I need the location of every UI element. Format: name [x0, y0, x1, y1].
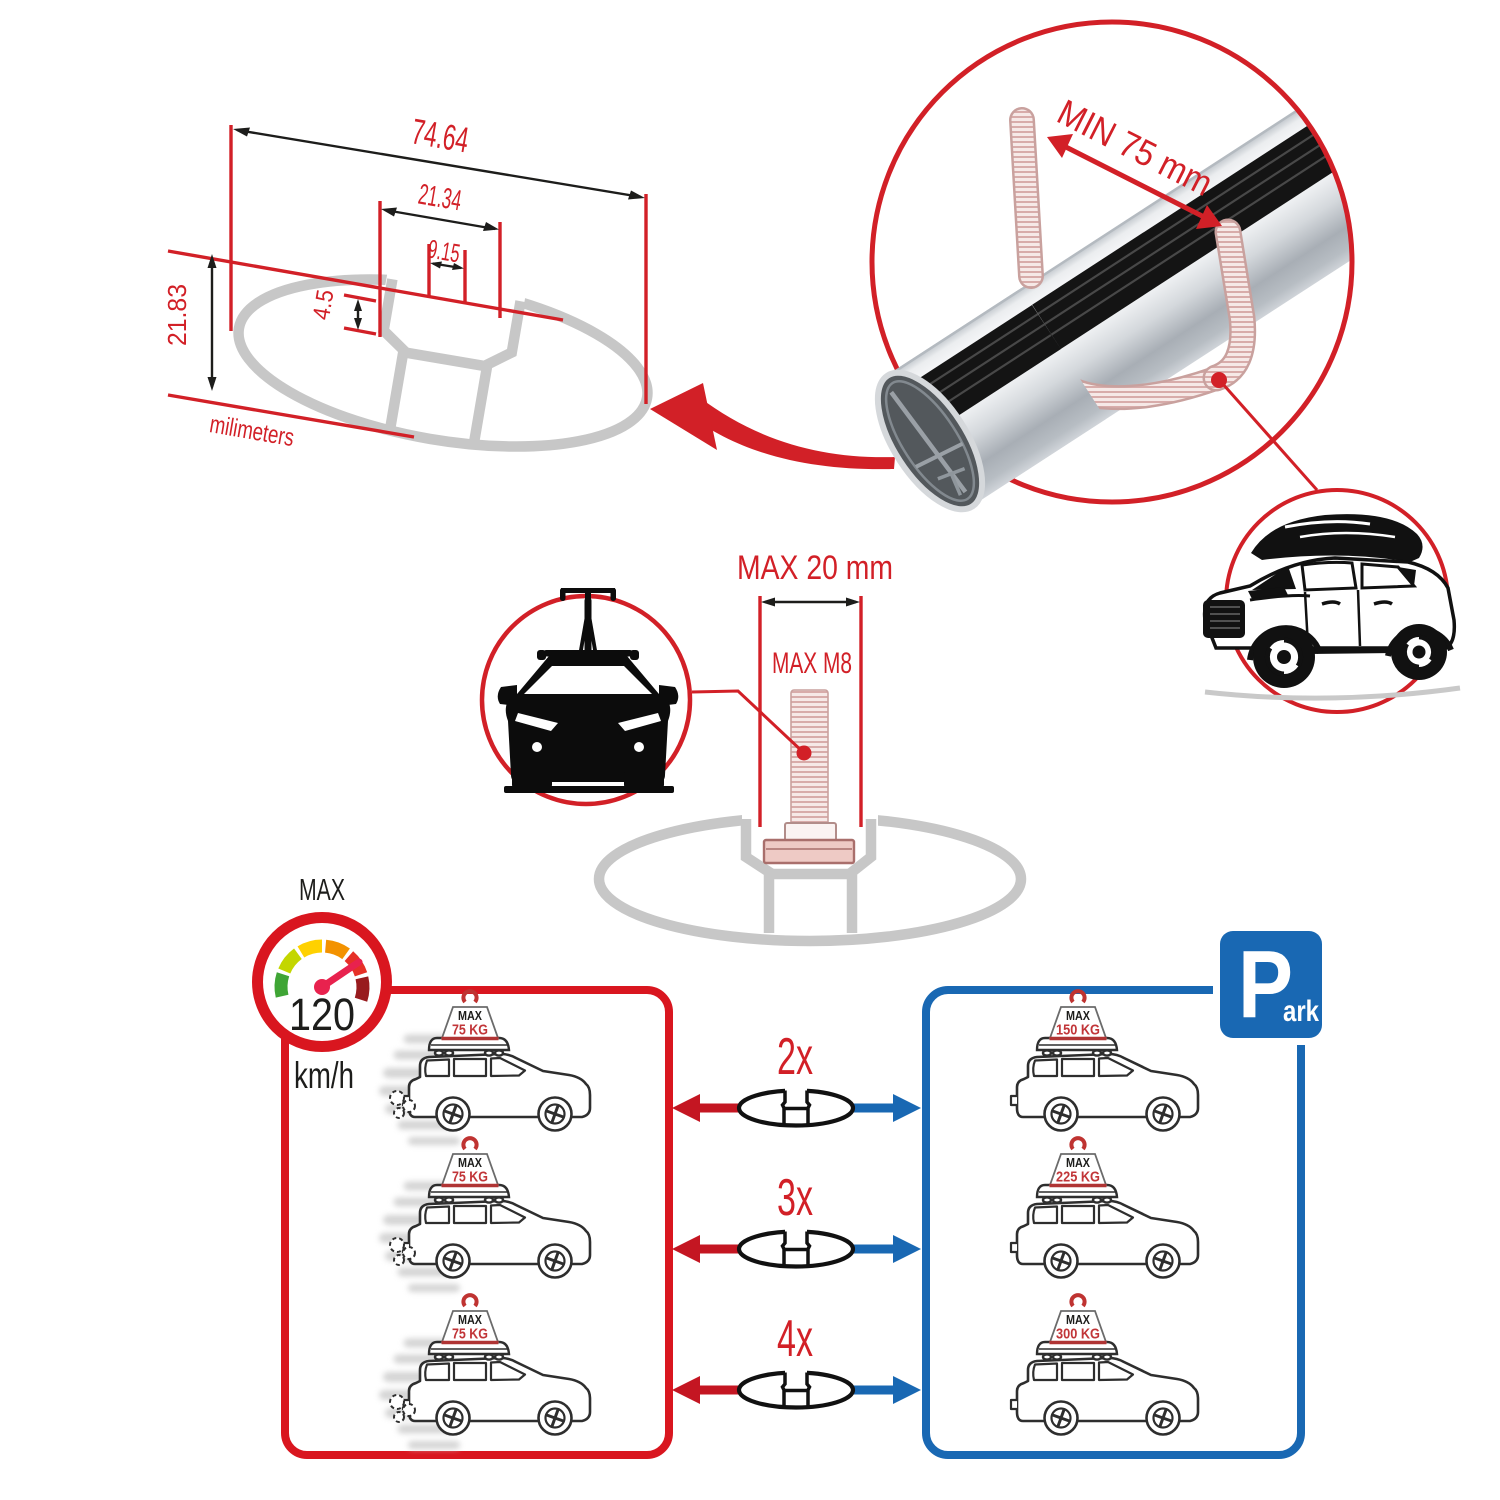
- svg-text:MAX: MAX: [299, 872, 345, 907]
- svg-text:21.83: 21.83: [162, 284, 192, 346]
- svg-text:2x: 2x: [777, 1028, 813, 1086]
- svg-text:120: 120: [289, 989, 355, 1040]
- svg-text:MAX: MAX: [458, 1313, 483, 1327]
- svg-text:MAX: MAX: [1066, 1313, 1091, 1327]
- svg-text:MAX 20 mm: MAX 20 mm: [737, 549, 893, 587]
- svg-text:4.5: 4.5: [308, 288, 340, 322]
- svg-text:MAX M8: MAX M8: [772, 647, 852, 680]
- svg-text:MAX: MAX: [458, 1156, 483, 1170]
- svg-text:75 KG: 75 KG: [452, 1023, 488, 1039]
- svg-text:74.64: 74.64: [409, 111, 472, 161]
- svg-text:75 KG: 75 KG: [452, 1170, 488, 1186]
- svg-text:4x: 4x: [777, 1310, 813, 1368]
- svg-text:MAX: MAX: [458, 1009, 483, 1023]
- svg-text:MAX: MAX: [1066, 1156, 1091, 1170]
- svg-text:MAX: MAX: [1066, 1009, 1091, 1023]
- svg-text:3x: 3x: [777, 1169, 813, 1227]
- svg-text:150 KG: 150 KG: [1056, 1023, 1100, 1039]
- svg-text:21.34: 21.34: [416, 179, 464, 218]
- svg-text:milimeters: milimeters: [208, 410, 297, 452]
- svg-text:9.15: 9.15: [426, 234, 463, 269]
- svg-text:75 KG: 75 KG: [452, 1327, 488, 1343]
- svg-text:P: P: [1238, 931, 1293, 1038]
- svg-text:km/h: km/h: [294, 1055, 354, 1096]
- svg-text:225 KG: 225 KG: [1056, 1170, 1100, 1186]
- svg-text:ark: ark: [1283, 995, 1319, 1028]
- svg-text:300 KG: 300 KG: [1056, 1327, 1100, 1343]
